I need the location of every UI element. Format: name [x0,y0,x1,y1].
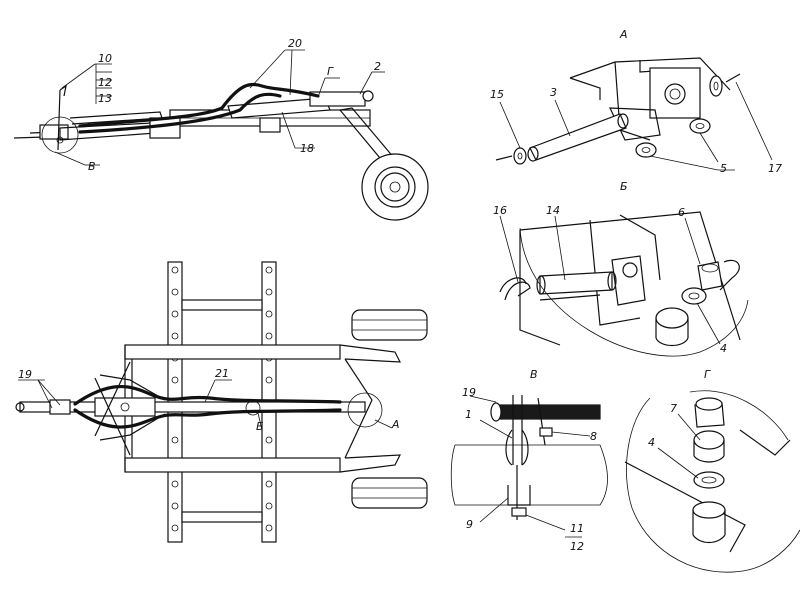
callout-3: 3 [550,86,557,99]
callout-b-plan: Б [256,420,264,433]
callout-4a: 4 [720,342,727,355]
detail-g [624,390,800,573]
callout-5: 5 [720,162,727,175]
callout-12a: 12 [98,76,112,89]
callout-20: 20 [288,37,302,50]
detail-v [450,395,608,538]
callout-6: 6 [678,206,685,219]
callout-4b: 4 [648,436,655,449]
callout-12b: 12 [570,540,584,553]
callout-13: 13 [98,92,112,105]
callout-10: 10 [98,52,112,65]
callout-g-side: Г [327,65,334,78]
detail-b [499,211,749,357]
callout-7: 7 [670,402,677,415]
callout-1: 1 [465,408,472,421]
callout-19b: 19 [462,386,476,399]
callout-14: 14 [546,204,560,217]
callout-11: 11 [570,522,584,535]
callout-21: 21 [215,367,229,380]
callout-8: 8 [590,430,597,443]
side-view [13,49,429,221]
callout-9: 9 [466,518,473,531]
callout-2: 2 [374,60,381,73]
plan-view [15,261,428,543]
callout-17: 17 [768,162,782,175]
callout-15: 15 [490,88,504,101]
callout-a-plan: А [391,418,400,431]
callout-v-side: В [88,160,96,173]
callout-19a: 19 [18,368,32,381]
callout-16: 16 [493,204,507,217]
view-title-v: В [530,368,538,381]
callout-18: 18 [300,142,314,155]
view-title-a: А [619,28,628,41]
view-title-b: Б [620,180,628,193]
view-title-g: Г [704,368,711,381]
detail-a [495,57,773,171]
